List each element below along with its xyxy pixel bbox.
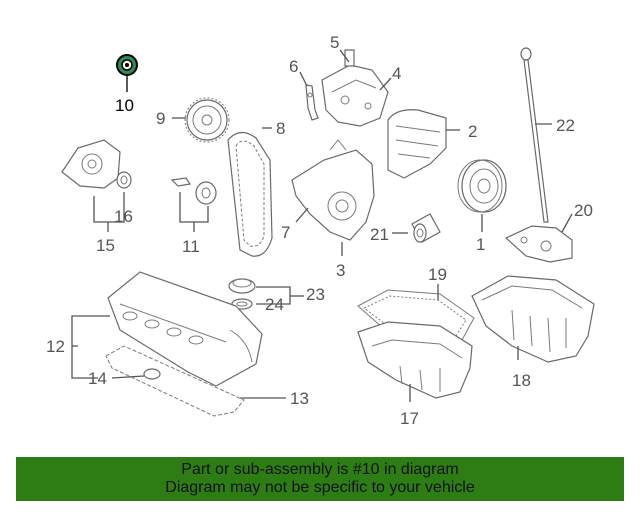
part-13[interactable] — [105, 345, 245, 417]
part-10[interactable] — [116, 54, 138, 76]
part-20[interactable] — [504, 225, 573, 263]
callout-19[interactable]: 19 — [428, 265, 447, 284]
callout-2[interactable]: 2 — [468, 122, 477, 141]
notice-line-1: Part or sub-assembly is #10 in diagram — [181, 461, 459, 478]
callout-15[interactable]: 15 — [96, 236, 115, 255]
callout-6[interactable]: 6 — [289, 57, 298, 76]
part-11[interactable] — [170, 177, 217, 205]
part-3-7[interactable] — [291, 139, 375, 241]
part-notice-banner: Part or sub-assembly is #10 in diagram D… — [16, 457, 624, 501]
part-18[interactable] — [471, 275, 595, 363]
callout-24[interactable]: 24 — [265, 295, 284, 314]
callout-12[interactable]: 12 — [46, 337, 65, 356]
callout-20[interactable]: 20 — [574, 201, 593, 220]
callout-18[interactable]: 18 — [512, 371, 531, 390]
part-21[interactable] — [411, 213, 441, 243]
part-12[interactable] — [107, 271, 263, 387]
callout-5[interactable]: 5 — [330, 33, 339, 52]
part-17[interactable] — [357, 321, 473, 399]
part-22[interactable] — [520, 47, 549, 223]
callout-1[interactable]: 1 — [476, 235, 485, 254]
part-4-5[interactable] — [321, 49, 389, 127]
callout-4[interactable]: 4 — [392, 64, 401, 83]
callout-9[interactable]: 9 — [156, 109, 165, 128]
part-16[interactable] — [116, 171, 132, 189]
callout-11[interactable]: 11 — [182, 237, 200, 256]
part-2[interactable] — [387, 109, 447, 179]
part-8[interactable] — [227, 131, 273, 257]
callout-22[interactable]: 22 — [556, 116, 575, 135]
part-6[interactable] — [305, 84, 319, 121]
callout-10[interactable]: 10 — [115, 96, 134, 115]
notice-line-2: Diagram may not be specific to your vehi… — [165, 479, 475, 496]
part-15[interactable] — [61, 139, 121, 189]
part-14[interactable] — [143, 368, 161, 380]
callout-21[interactable]: 21 — [370, 225, 389, 244]
part-23[interactable] — [228, 278, 256, 294]
callout-14[interactable]: 14 — [88, 369, 107, 388]
callout-17[interactable]: 17 — [400, 409, 419, 428]
callout-23[interactable]: 23 — [306, 285, 325, 304]
callout-13[interactable]: 13 — [290, 389, 309, 408]
part-1[interactable] — [457, 159, 507, 213]
callout-16[interactable]: 16 — [114, 207, 133, 226]
callout-3[interactable]: 3 — [336, 261, 345, 280]
parts-diagram: 10 9 6 5 4 2 22 — [46, 33, 595, 428]
callout-7[interactable]: 7 — [281, 223, 290, 242]
part-9[interactable] — [184, 97, 230, 143]
callout-8[interactable]: 8 — [276, 119, 285, 138]
